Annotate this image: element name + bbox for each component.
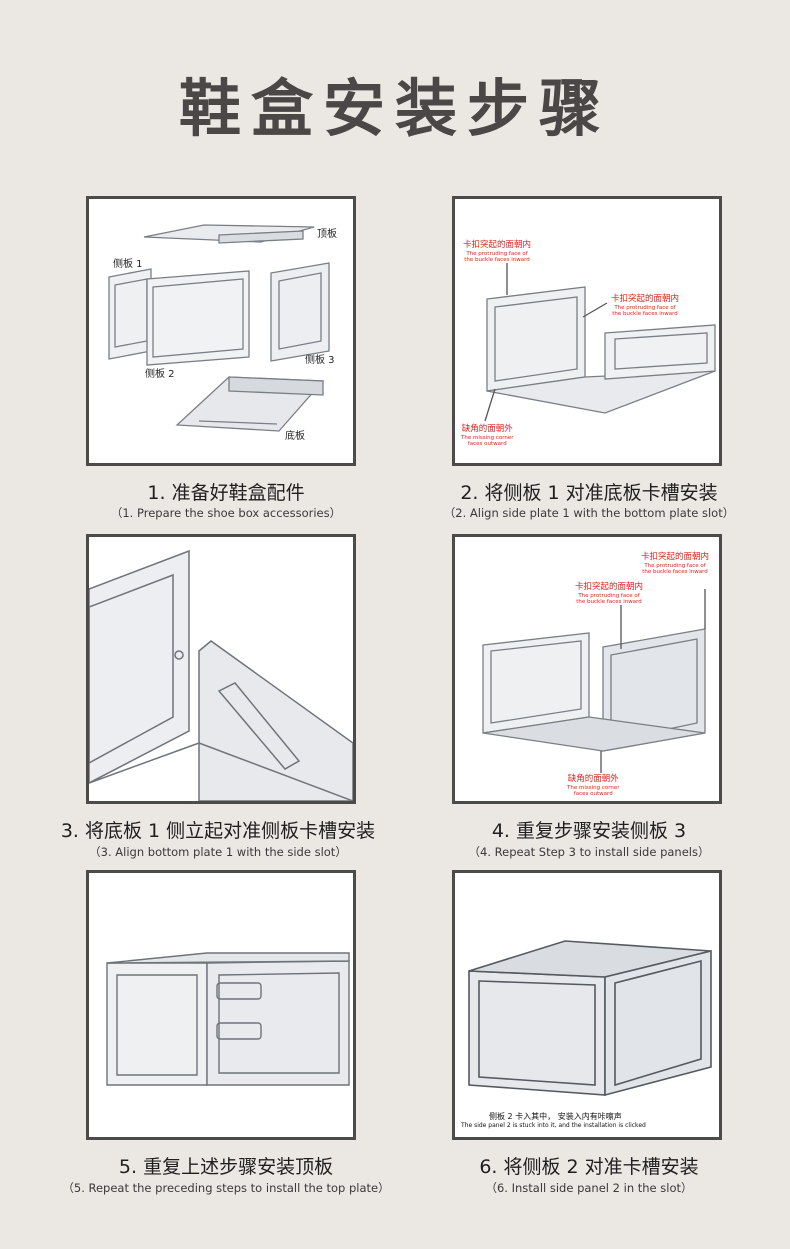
step-1-image: 顶板 侧板 1 侧板 2 侧板 3 底板 (86, 196, 356, 466)
step-2-image: 卡扣突起的面朝内 The protruding face of the buck… (452, 196, 722, 466)
step-6-image: 侧板 2 卡入其中， 安装入内有咔嚓声 The side panel 2 is … (452, 870, 722, 1140)
step-4-subcaption: （4. Repeat Step 3 to install side panels… (468, 845, 710, 859)
page-title: 鞋盒安装步骤 (178, 72, 611, 145)
step-5-subcaption: （5. Repeat the preceding steps to instal… (62, 1181, 390, 1195)
step-4-note-1: 卡扣突起的面朝内 The protruding face of the buck… (641, 552, 710, 576)
label-side-3: 侧板 3 (305, 355, 335, 366)
step-2-illustration (484, 263, 716, 422)
step-4-illustration (482, 589, 706, 773)
step-3-image (86, 534, 356, 804)
step-4-note-3: 缺角的面朝外 The missing corner faces outward (567, 774, 620, 798)
step-6-subcaption: （6. Install side panel 2 in the slot） (485, 1181, 693, 1195)
step-2-caption: 2. 将侧板 1 对准底板卡槽安装 (460, 482, 718, 504)
label-bottom-plate: 底板 (285, 431, 305, 442)
step-2-subcaption: （2. Align side plate 1 with the bottom p… (443, 506, 735, 520)
label-top-plate: 顶板 (317, 229, 337, 240)
label-side-2: 侧板 2 (145, 369, 175, 380)
step-2-note-3: 缺角的面朝外 The missing corner faces outward (461, 424, 514, 448)
step-4-image: 卡扣突起的面朝内 The protruding face of the buck… (452, 534, 722, 804)
step-5-illustration (106, 952, 350, 1086)
step-5-image (86, 870, 356, 1140)
step-6-note: 侧板 2 卡入其中， 安装入内有咔嚓声 The side panel 2 is … (461, 1112, 646, 1129)
step-3-subcaption: （3. Align bottom plate 1 with the side s… (89, 845, 347, 859)
step-4-caption: 4. 重复步骤安装侧板 3 (491, 820, 687, 842)
step-5-caption: 5. 重复上述步骤安装顶板 (118, 1156, 334, 1178)
step-6-caption: 6. 将侧板 2 对准卡槽安装 (479, 1156, 699, 1178)
step-1-subcaption: （1. Prepare the shoe box accessories） (110, 506, 342, 520)
step-1-illustration (108, 224, 330, 432)
step-3-caption: 3. 将底板 1 侧立起对准侧板卡槽安装 (60, 820, 376, 842)
step-6-illustration (468, 940, 712, 1097)
step-4-note-2: 卡扣突起的面朝内 The protruding face of the buck… (575, 582, 644, 606)
step-2-note-2: 卡扣突起的面朝内 The protruding face of the buck… (611, 294, 680, 318)
step-3-illustration (89, 549, 353, 801)
step-1-caption: 1. 准备好鞋盒配件 (147, 482, 305, 504)
step-2-note-1: 卡扣突起的面朝内 The protruding face of the buck… (463, 240, 532, 264)
label-side-1: 侧板 1 (113, 259, 143, 270)
